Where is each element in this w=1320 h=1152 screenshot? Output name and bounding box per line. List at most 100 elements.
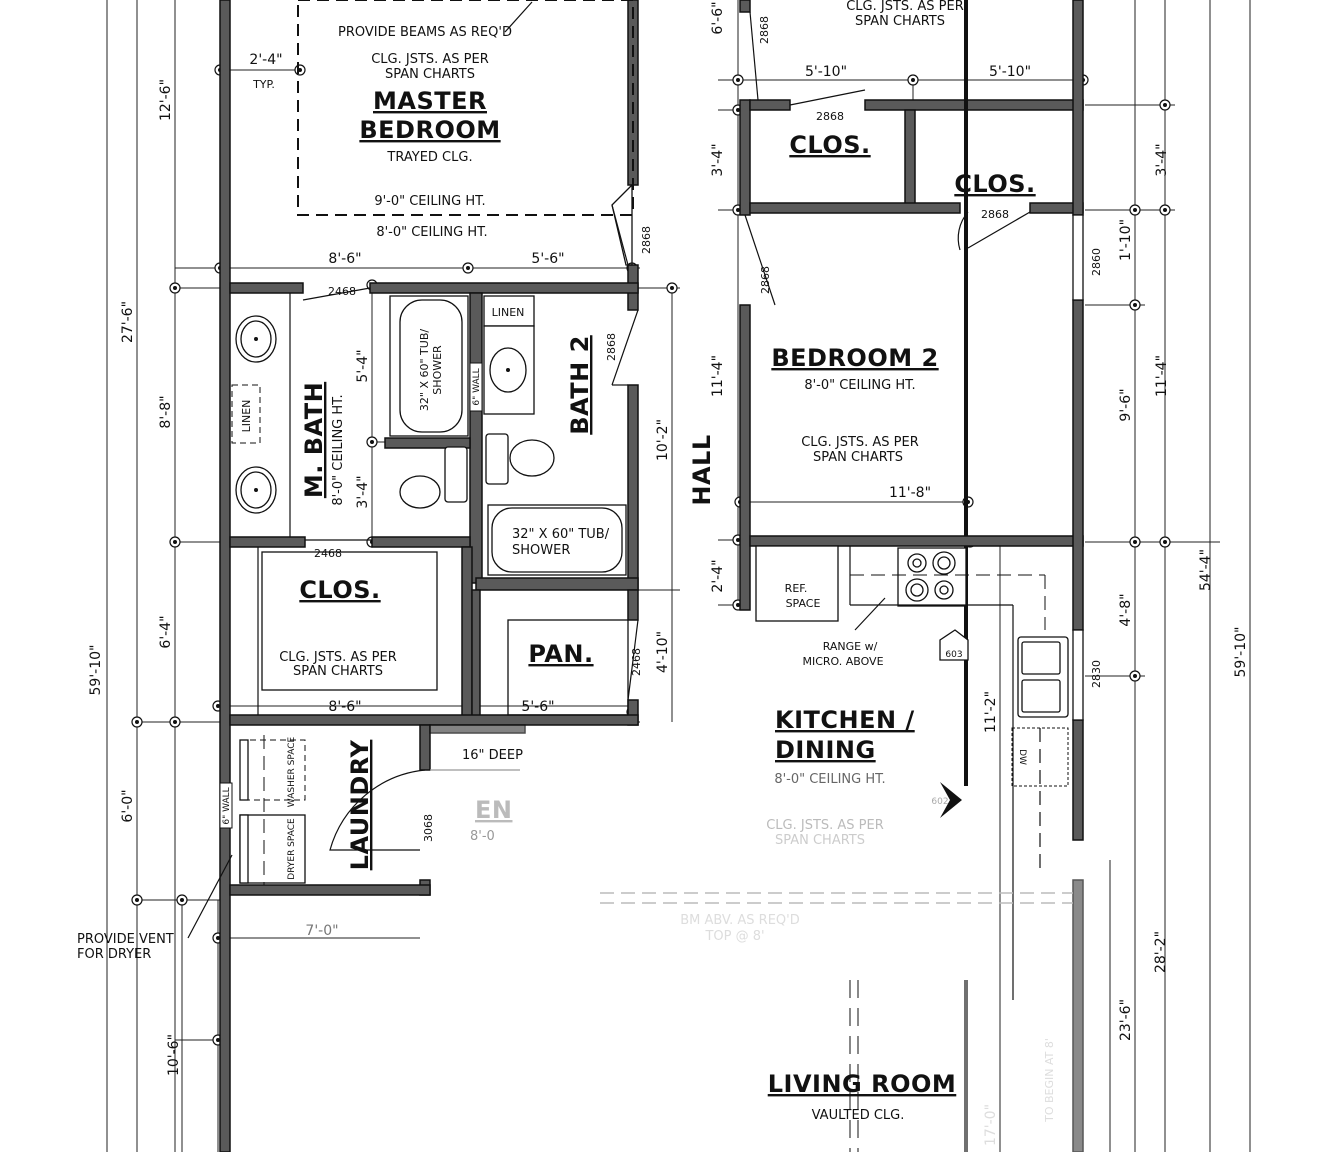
dimension-label: 6'-4" (158, 615, 174, 648)
kitchen-joist-2: SPAN CHARTS (775, 833, 865, 848)
range-note-2: MICRO. ABOVE (802, 655, 883, 668)
living-room-title: LIVING ROOM (768, 1070, 957, 1098)
dimension-label: 5'-6" (521, 699, 554, 715)
master-bath-ceiling-height: 8'-0" CEILING HT. (331, 394, 346, 505)
laundry-wall-note: 6" WALL (222, 787, 232, 824)
master-joist-note-1: CLG. JSTS. AS PER (371, 52, 489, 67)
bedroom2-joist-2: SPAN CHARTS (813, 450, 903, 465)
door-label: 2868 (640, 226, 653, 254)
door-label: 2868 (758, 16, 771, 44)
bedroom2-title: BEDROOM 2 (771, 344, 938, 372)
master-ceiling-height: 8'-0" CEILING HT. (376, 225, 487, 240)
dimension-label: 1'-10" (1118, 219, 1134, 261)
master-joist-note-2: SPAN CHARTS (385, 67, 475, 82)
dimension-nodes (131, 64, 1171, 1046)
dimension-label: 10'-6" (166, 1034, 182, 1076)
dimension-label: TYP. (252, 78, 275, 91)
living-beam-note-1: BM ABV. AS REQ'D (680, 913, 800, 928)
dimension-label: 23'-6" (1118, 999, 1134, 1041)
beam-note-leader (504, 1, 533, 33)
dimension-label: 17'-0" (983, 1104, 999, 1146)
window-label: 2860 (1090, 248, 1103, 276)
dimension-label: 11'-4" (1154, 355, 1170, 397)
dimension-label: 28'-2" (1153, 931, 1169, 973)
kitchen-ceiling-height: 8'-0" CEILING HT. (774, 772, 885, 787)
bedroom2-ceiling-height: 8'-0" CEILING HT. (804, 378, 915, 393)
bath2-tub-label-2: SHOWER (512, 543, 570, 558)
bath2-tub-label-1: 32" X 60" TUB/ (512, 527, 610, 542)
dimension-label: 3'-4" (710, 143, 726, 176)
master-closet-joist-1: CLG. JSTS. AS PER (279, 650, 397, 665)
wall-note-box (469, 362, 483, 412)
dimension-label: 8'-6" (328, 251, 361, 267)
bath2-linen: LINEN (492, 306, 525, 319)
dimension-labels: 59'-10" 27'-6" 12'-6" 8'-8" 6'-4" 6'-0" … (88, 1, 1249, 1146)
kitchen-title-1: KITCHEN / (775, 706, 915, 734)
section-marker-602: 602 (931, 797, 948, 807)
dimension-label: 6'-0" (120, 789, 136, 822)
kitchen-title-2: DINING (775, 736, 876, 764)
master-closet-joist-2: SPAN CHARTS (293, 664, 383, 679)
master-bedroom-title-2: BEDROOM (359, 116, 500, 144)
bedroom3-joist-1: CLG. JSTS. AS PER (846, 0, 964, 14)
entry-ceiling-height: 8'-0 (470, 829, 495, 844)
dimension-label: 8'-6" (328, 699, 361, 715)
closet-2-title: CLOS. (954, 170, 1035, 198)
hall-title: HALL (688, 434, 716, 505)
door-label: 2868 (981, 208, 1009, 221)
dimension-label: 5'-4" (355, 349, 371, 382)
dimension-label: 5'-10" (989, 64, 1031, 80)
laundry-title: LAUNDRY (346, 740, 374, 871)
master-tray-height: 9'-0" CEILING HT. (374, 194, 485, 209)
master-bedroom-title-1: MASTER (373, 87, 487, 115)
dimension-label: 11'-2" (983, 691, 999, 733)
vent-note-1: PROVIDE VENT (77, 932, 174, 947)
vent-note-leader (187, 854, 233, 939)
dimension-label: 5'-6" (531, 251, 564, 267)
master-ceiling-type: TRAYED CLG. (386, 150, 472, 165)
dimension-label: 4'-10" (655, 631, 671, 673)
door-label: 2468 (328, 285, 356, 298)
dimension-label: 11'-8" (889, 485, 931, 501)
dimension-label: 2'-4" (710, 559, 726, 592)
door-label: 3068 (422, 814, 435, 842)
master-bath-linen: LINEN (240, 400, 253, 433)
window-label: 2830 (1090, 660, 1103, 688)
washer-space-label: WASHER SPACE (287, 737, 297, 808)
door-label: 2468 (314, 547, 342, 560)
section-marker-603: 603 (945, 650, 962, 660)
door-label: 2868 (605, 333, 618, 361)
dimension-label: 54'-4" (1198, 549, 1214, 591)
walls (219, 0, 1084, 1152)
entry-shelf-note: 16" DEEP (462, 748, 523, 763)
dimension-label: 2'-4" (249, 52, 282, 68)
dryer-space-label: DRYER SPACE (287, 818, 297, 880)
bedroom2-joist-1: CLG. JSTS. AS PER (801, 435, 919, 450)
dimension-label: 7'-0" (305, 923, 338, 939)
dimension-label: 6'-6" (710, 1, 726, 34)
dimension-label: 3'-4" (1154, 143, 1170, 176)
bedroom3-joist-2: SPAN CHARTS (855, 14, 945, 29)
laundry-wall-note-box (219, 782, 233, 829)
master-bath-title: M. BATH (300, 382, 328, 498)
vault-note: TO BEGIN AT 8' (1043, 1038, 1056, 1123)
ref-label-1: REF. (785, 582, 808, 595)
dishwasher-label: DW (1017, 749, 1027, 765)
beam-note: PROVIDE BEAMS AS REQ'D (338, 25, 512, 40)
master-bath-wall-note: 6" WALL (472, 368, 482, 405)
kitchen-joist-1: CLG. JSTS. AS PER (766, 818, 884, 833)
master-tub-label-2: SHOWER (431, 345, 444, 395)
dimension-label: 3'-4" (355, 475, 371, 508)
master-closet-title: CLOS. (299, 576, 380, 604)
dimension-label: 8'-8" (158, 395, 174, 428)
master-tub-label-1: 32" X 60" TUB/ (418, 329, 431, 411)
dimension-label: 5'-10" (805, 64, 847, 80)
door-label: 2868 (759, 266, 772, 294)
vent-note-2: FOR DRYER (77, 947, 151, 962)
dimension-label: 27'-6" (120, 301, 136, 343)
range-note-1: RANGE w/ (823, 640, 878, 653)
living-beam-note-2: TOP @ 8' (704, 929, 764, 944)
dimension-label: 10'-2" (655, 419, 671, 461)
dimension-label: 59'-10" (1233, 627, 1249, 678)
